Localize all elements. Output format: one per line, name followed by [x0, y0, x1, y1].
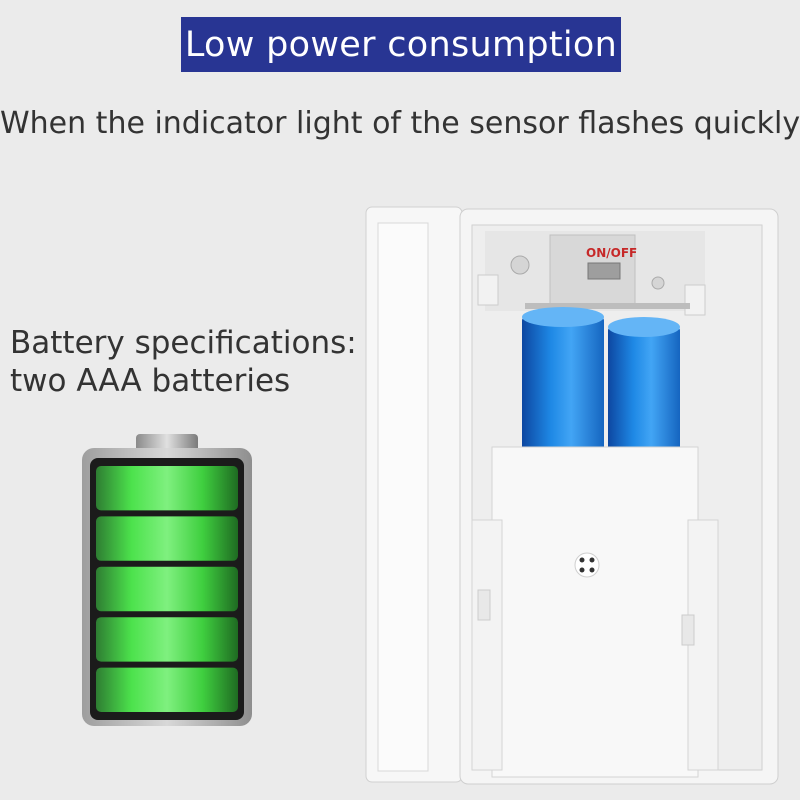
- battery-charge-segment: [96, 516, 238, 561]
- vent-hole: [579, 567, 585, 573]
- battery-terminal: [136, 434, 198, 452]
- screw-left: [510, 255, 530, 275]
- battery-spec-line1: Battery specifications:: [10, 325, 357, 361]
- magnet-strip-panel: [377, 222, 429, 772]
- subtitle: When the indicator light of the sensor f…: [0, 106, 800, 141]
- battery-charge-segment: [96, 667, 238, 712]
- switch-label: ON/OFF: [586, 246, 637, 260]
- clip-right: [684, 284, 706, 316]
- cover-vent: [574, 552, 600, 578]
- vent-hole: [579, 557, 585, 563]
- battery-spec-line2: two AAA batteries: [10, 363, 291, 399]
- aaa-battery-left: [522, 315, 604, 455]
- page-title: Low power consumption: [184, 24, 618, 65]
- vent-hole: [589, 567, 595, 573]
- contact-bar: [525, 303, 690, 309]
- battery-charge-segment: [96, 566, 238, 612]
- tab-left: [477, 589, 491, 621]
- tab-right: [681, 614, 695, 646]
- battery-charge-segment: [96, 617, 238, 662]
- battery-charge-segment: [96, 466, 238, 511]
- on-off-switch[interactable]: [587, 262, 621, 280]
- sensor-device-image: ON/OFF: [365, 206, 779, 785]
- cover-rail-left: [471, 519, 503, 771]
- battery-left-top: [522, 307, 604, 327]
- battery-spec: Battery specifications: two AAA batterie…: [10, 324, 357, 400]
- vent-hole: [589, 557, 595, 563]
- aaa-battery-right: [608, 325, 680, 455]
- title-badge: Low power consumption: [181, 17, 621, 72]
- battery-cover: [491, 446, 699, 778]
- full-battery-icon: [82, 434, 252, 726]
- battery-right-top: [608, 317, 680, 337]
- screw-right: [651, 276, 665, 290]
- clip-left: [477, 274, 499, 306]
- battery-cells: [96, 466, 238, 712]
